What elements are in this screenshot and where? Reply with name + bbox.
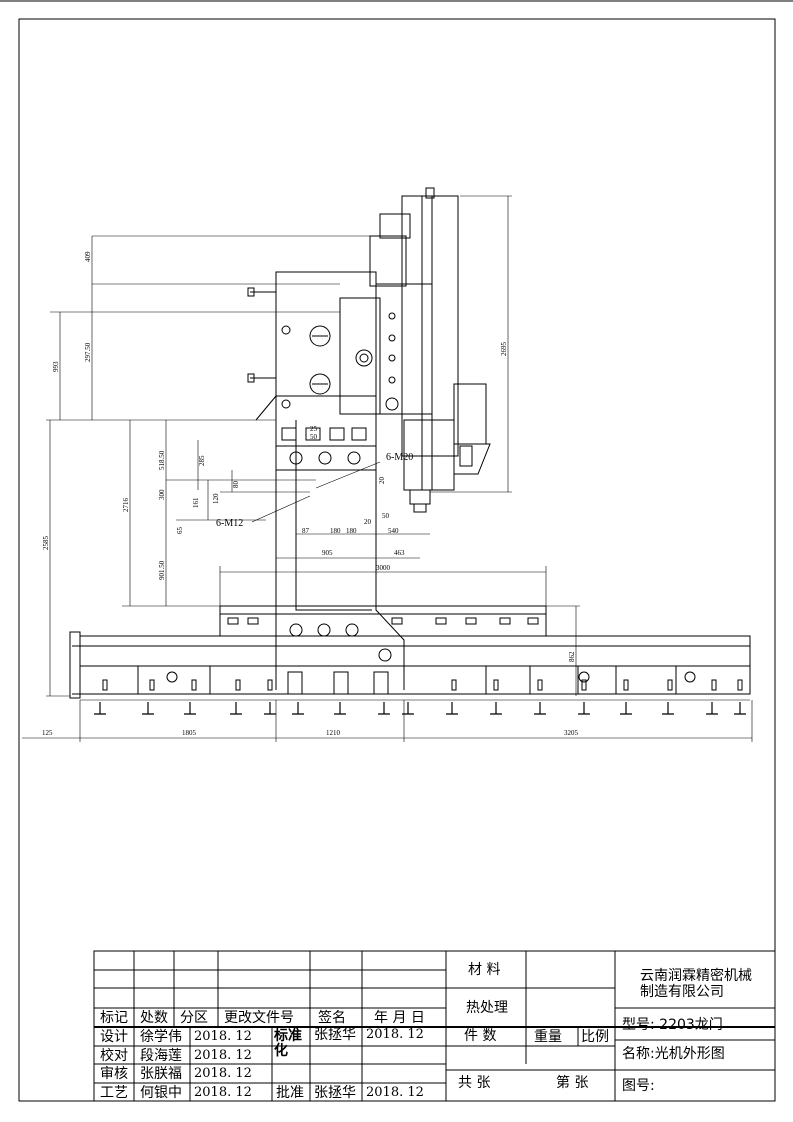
worktable: [219, 605, 547, 637]
dim-25: 25: [310, 425, 318, 433]
model-label: 型号: 2203龙门: [622, 1017, 723, 1033]
dim-862: 862: [568, 651, 576, 662]
dim-409: 409: [84, 251, 92, 262]
scale-label: 比例: [581, 1029, 609, 1045]
dim-463: 463: [394, 549, 405, 557]
label-m20: 6-M20: [386, 452, 413, 463]
date-review: 2018. 12: [194, 1066, 252, 1081]
role-check: 校对: [100, 1048, 128, 1064]
dim-901: 901.50: [158, 560, 166, 580]
hdr-zone: 分区: [180, 1010, 208, 1026]
dim-20: 20: [378, 477, 386, 485]
material-label: 材 料: [468, 962, 501, 978]
dim-50b: 50: [310, 433, 318, 441]
dim-180a: 180: [330, 527, 341, 535]
total-sheets: 共 张: [458, 1075, 491, 1091]
role-design: 设计: [100, 1029, 128, 1045]
hdr-mark: 标记: [100, 1010, 128, 1026]
approve-name: 张拯华: [314, 1085, 356, 1101]
hdr-change-doc: 更改文件号: [224, 1010, 294, 1026]
company-name: 云南润霖精密机械制造有限公司: [640, 968, 752, 1000]
approve-label: 批准: [276, 1085, 304, 1101]
outer-frame: [18, 18, 776, 1102]
hdr-sign: 签名: [318, 1010, 346, 1026]
machine-drawing: [69, 187, 751, 715]
hdr-date: 年 月 日: [374, 1010, 425, 1026]
dim-993: 993: [52, 361, 60, 372]
dim-87: 87: [302, 527, 310, 535]
dim-161: 161: [192, 497, 200, 508]
dim-3000: 3000: [376, 564, 391, 572]
dim-125: 125: [42, 729, 53, 737]
dim-518: 518.50: [158, 450, 166, 470]
sheet-number: 第 张: [556, 1075, 589, 1091]
dim-50: 50: [382, 512, 390, 520]
dim-300: 300: [158, 489, 166, 500]
approve-date: 2018. 12: [366, 1085, 424, 1100]
dim-1210: 1210: [326, 729, 341, 737]
spindle-head: [339, 297, 381, 415]
dimension-texts: 409 297.50 993 2716 2585 2695 518.50 285…: [42, 251, 579, 737]
part-name-label: 名称:光机外形图: [622, 1046, 725, 1062]
base-bed: [79, 635, 751, 667]
name-check: 段海莲: [140, 1048, 182, 1064]
dim-80: 80: [232, 481, 240, 489]
column: [275, 271, 377, 397]
dim-180b: 180: [346, 527, 357, 535]
hdr-count: 处数: [140, 1010, 168, 1026]
dim-1805: 1805: [182, 729, 197, 737]
role-review: 审核: [100, 1066, 128, 1082]
dim-3205: 3205: [564, 729, 579, 737]
name-design: 徐学伟: [140, 1029, 182, 1045]
dim-2716: 2716: [122, 498, 130, 513]
count-label: 件 数: [464, 1028, 497, 1044]
dim-2695: 2695: [500, 342, 508, 357]
label-m12: 6-M12: [216, 518, 243, 529]
date-check: 2018. 12: [194, 1048, 252, 1063]
drawing-no-label: 图号:: [622, 1078, 655, 1094]
weight-label: 重量: [534, 1029, 562, 1045]
std-label: 标准化: [274, 1028, 302, 1059]
date-design: 2018. 12: [194, 1029, 252, 1044]
dim-120: 120: [212, 493, 220, 504]
base-bolts: [102, 679, 743, 691]
dimension-lines: [22, 195, 753, 742]
name-process: 何银中: [140, 1085, 182, 1101]
date-process: 2018. 12: [194, 1085, 252, 1100]
name-review: 张朕福: [140, 1066, 182, 1082]
std-name: 张拯华: [314, 1027, 356, 1043]
dim-540: 540: [388, 527, 399, 535]
title-block-grid: [93, 950, 776, 1102]
role-process: 工艺: [100, 1085, 128, 1101]
dim-2585: 2585: [42, 536, 50, 551]
heat-label: 热处理: [466, 1000, 508, 1016]
std-date: 2018. 12: [366, 1027, 424, 1042]
dim-905: 905: [322, 549, 333, 557]
leveling-feet: [94, 702, 746, 715]
dim-65: 65: [176, 527, 184, 535]
dim-285: 285: [198, 455, 206, 466]
dim-297: 297.50: [84, 342, 92, 362]
dim-20b: 20: [364, 518, 372, 526]
